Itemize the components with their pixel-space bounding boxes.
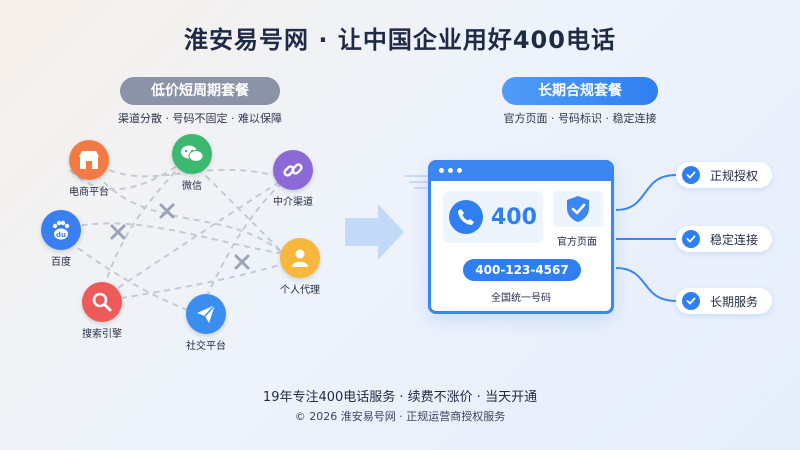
page-title: 淮安易号网 · 让中国企业用好400电话 bbox=[184, 26, 616, 54]
send-icon bbox=[186, 294, 226, 334]
browser-titlebar bbox=[431, 163, 611, 181]
channel-personal-agent: 个人代理 bbox=[260, 238, 340, 296]
channel-label: 电商平台 bbox=[69, 187, 109, 198]
phone-number-box: 400 bbox=[443, 191, 543, 243]
badge-connectors bbox=[615, 174, 677, 302]
channel-label: 搜索引擎 bbox=[82, 329, 122, 340]
badge-long-service: 长期服务 bbox=[676, 288, 772, 314]
store-icon bbox=[69, 140, 109, 180]
transition-arrow bbox=[345, 204, 404, 260]
big-400-number: 400 bbox=[491, 204, 537, 230]
cross-marks bbox=[110, 203, 250, 270]
channel-ecommerce: 电商平台 bbox=[49, 140, 129, 198]
badge-label: 正规授权 bbox=[710, 168, 759, 183]
shield-icon bbox=[567, 196, 589, 222]
badge-authorized: 正规授权 bbox=[676, 162, 772, 188]
check-icon bbox=[682, 292, 700, 310]
long-plan-subtitle: 官方页面 · 号码标识 · 稳定连接 bbox=[503, 112, 657, 125]
channel-social: 社交平台 bbox=[166, 294, 246, 352]
link-icon bbox=[273, 150, 313, 190]
wechat-icon bbox=[172, 134, 212, 174]
unified-number-label: 全国统一号码 bbox=[491, 293, 551, 304]
footer-copyright: © 2026 淮安易号网 · 正规运营商授权服务 bbox=[294, 410, 506, 423]
phone-icon bbox=[449, 200, 483, 234]
check-icon bbox=[682, 230, 700, 248]
badge-label: 长期服务 bbox=[710, 294, 759, 309]
channel-label: 个人代理 bbox=[280, 285, 320, 296]
phone-number-pill: 400-123-4567 bbox=[463, 259, 581, 281]
long-plan-pill: 长期合规套餐 bbox=[502, 77, 658, 105]
badge-label: 稳定连接 bbox=[710, 232, 759, 247]
official-page-label: 官方页面 bbox=[557, 237, 597, 248]
channel-label: 中介渠道 bbox=[273, 197, 313, 208]
person-icon bbox=[280, 238, 320, 278]
channel-label: 社交平台 bbox=[186, 341, 226, 352]
channel-label: 百度 bbox=[51, 257, 71, 268]
channel-search-engine: 搜索引擎 bbox=[62, 282, 142, 340]
footer-tagline: 19年专注400电话服务 · 续费不涨价 · 当天开通 bbox=[262, 390, 538, 405]
baidu-icon: du bbox=[41, 210, 81, 250]
short-plan-subtitle: 渠道分散 · 号码不固定 · 难以保障 bbox=[118, 112, 282, 125]
channel-baidu: du 百度 bbox=[21, 210, 101, 268]
channel-wechat: 微信 bbox=[152, 134, 232, 192]
channel-label: 微信 bbox=[182, 181, 202, 192]
search-icon bbox=[82, 282, 122, 322]
browser-card: 400 官方页面 400-123-4567 全国统一号码 bbox=[428, 160, 614, 314]
check-icon bbox=[682, 166, 700, 184]
badge-stable: 稳定连接 bbox=[676, 226, 772, 252]
shield-box bbox=[553, 191, 603, 227]
svg-text:du: du bbox=[56, 231, 66, 239]
short-plan-pill: 低价短周期套餐 bbox=[120, 77, 280, 105]
channel-agency: 中介渠道 bbox=[253, 150, 333, 208]
